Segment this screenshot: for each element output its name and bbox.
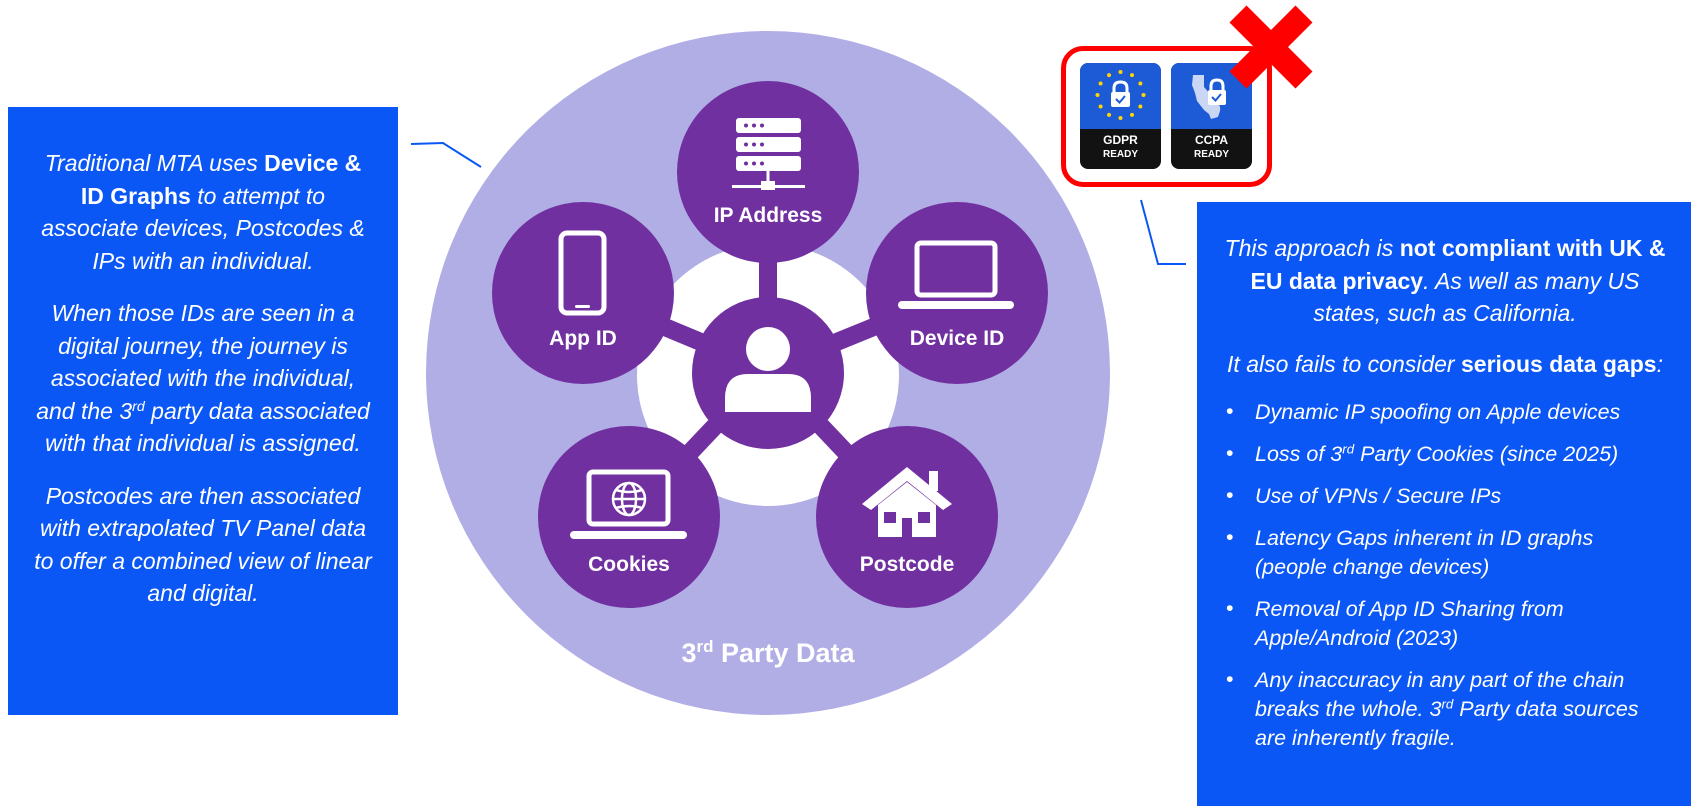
eu-stars-lock-icon [1095,70,1146,120]
laptop-globe-icon [570,469,687,539]
gdpr-badge-name: GDPR [1103,133,1138,147]
node-label-device-id: Device ID [910,327,1005,350]
compliance-badges: GDPR READY CCPA READY [1061,46,1272,187]
list-item: •Dynamic IP spoofing on Apple devices [1226,399,1621,424]
right-paragraph-2: It also fails to consider serious data g… [1227,350,1663,377]
list-item: •Loss of 3rd Party Cookies (since 2025) [1226,441,1619,466]
smartphone-icon [558,230,607,316]
list-item: •Use of VPNs / Secure IPs [1226,483,1502,508]
node-cookies: Cookies [538,426,720,608]
red-cross-icon [1229,5,1313,89]
ccpa-badge-status: READY [1193,149,1229,160]
left-paragraph-3: Postcodes are then associated with extra… [34,482,372,607]
third-party-data-label: 3rd Party Data [681,637,855,668]
list-item: •Any inaccuracy in any part of the chain… [1226,667,1639,750]
ccpa-badge: CCPA READY [1171,63,1252,169]
right-callout-line [1140,199,1186,265]
node-app-id: App ID [492,202,674,384]
california-lock-icon [1192,75,1226,119]
house-icon [862,467,952,537]
left-callout-line [410,141,482,168]
list-item: •Latency Gaps inherent in ID graphs (peo… [1226,525,1594,579]
node-label-app-id: App ID [549,327,617,350]
node-device-id: Device ID [866,202,1048,384]
left-info-panel: Traditional MTA uses Device & ID Graphs … [8,107,398,715]
right-info-panel: This approach is not compliant with UK &… [1197,202,1691,806]
node-ip-address: IP Address [677,81,859,263]
right-paragraph-1: This approach is not compliant with UK &… [1224,235,1666,326]
person-icon [725,327,811,412]
gdpr-badge-status: READY [1102,149,1138,160]
server-icon [732,118,805,190]
node-postcode: Postcode [816,426,998,608]
node-label-cookies: Cookies [588,553,670,576]
node-label-postcode: Postcode [860,553,955,576]
data-gaps-list: •Dynamic IP spoofing on Apple devices •L… [1223,398,1667,753]
list-item: •Removal of App ID Sharing from Apple/An… [1226,596,1564,650]
laptop-icon [898,240,1014,309]
center-node [692,297,844,449]
gdpr-badge: GDPR READY [1080,63,1161,169]
node-label-ip-address: IP Address [714,204,823,227]
ccpa-badge-name: CCPA [1194,133,1229,147]
left-paragraph-2: When those IDs are seen in a digital jou… [36,300,370,456]
left-paragraph-1: Traditional MTA uses Device & ID Graphs … [41,150,365,274]
